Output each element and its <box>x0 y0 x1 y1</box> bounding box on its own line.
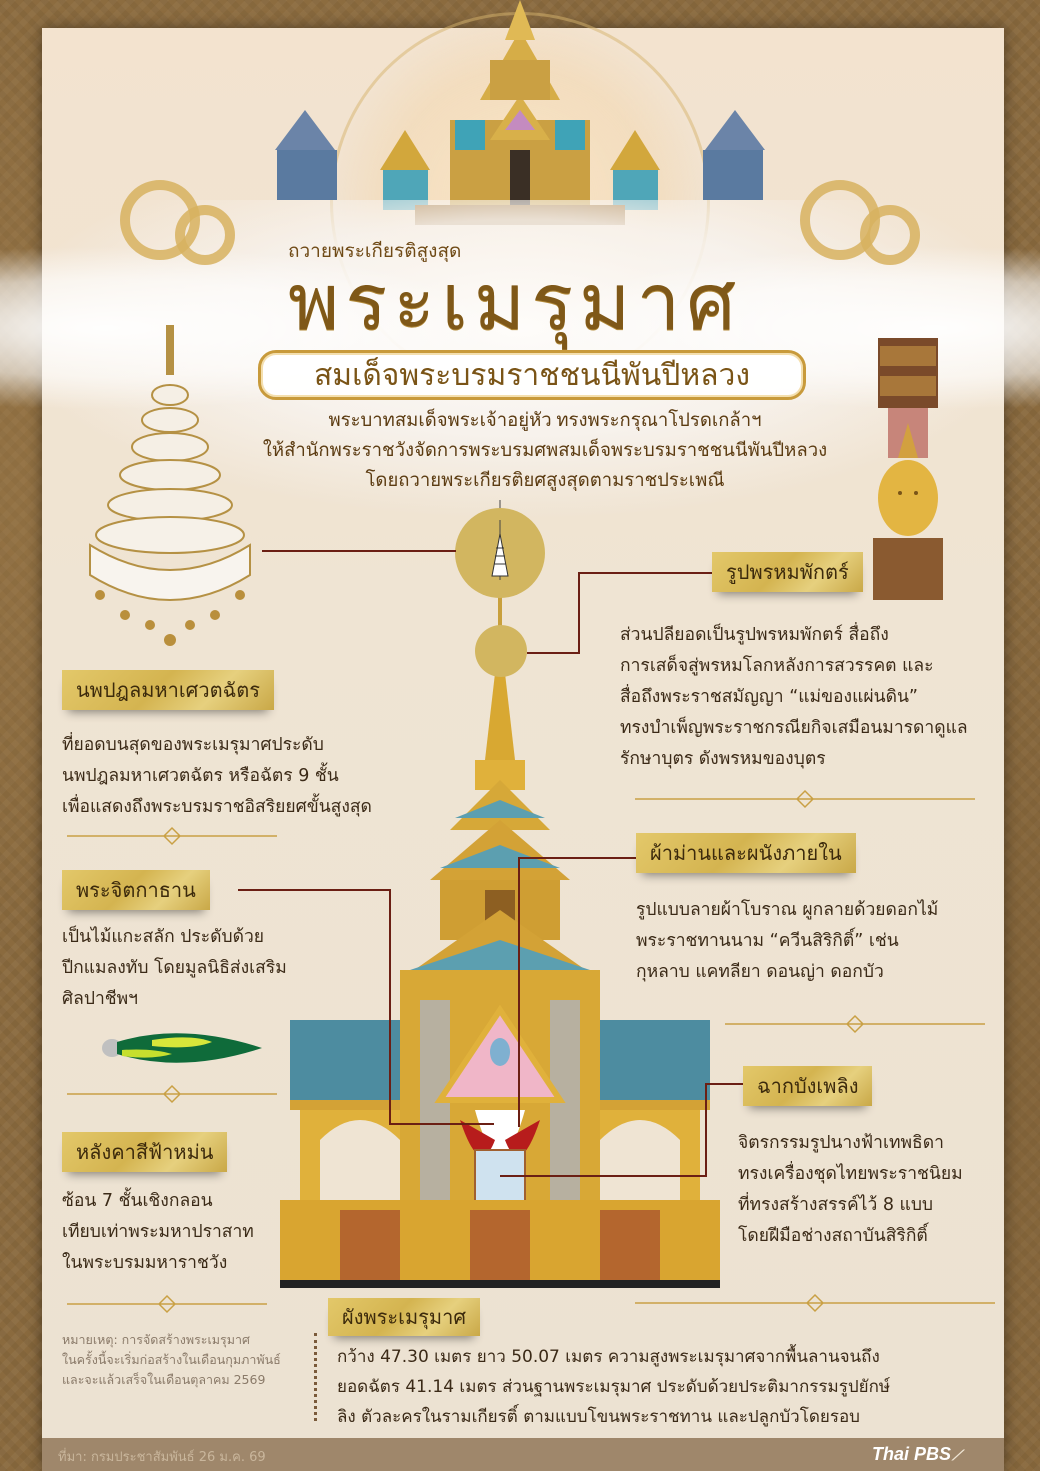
connector-umbrella <box>262 550 456 552</box>
fire-screen-description: จิตรกรรมรูปนางฟ้าเทพธิดา ทรงเครื่องชุดไท… <box>738 1128 963 1252</box>
text-line: ปีกแมลงทับ โดยมูลนิธิส่งเสริม <box>62 958 287 978</box>
connector-brahma-h1 <box>527 652 580 654</box>
crematorium-hero-image <box>275 0 765 225</box>
pyre-description: เป็นไม้แกะสลัก ประดับด้วย ปีกแมลงทับ โดย… <box>62 922 287 1015</box>
connector-curtain-v <box>518 857 520 1127</box>
text-line: เทียบเท่าพระมหาปราสาท <box>62 1222 254 1242</box>
connector-screen-v <box>705 1083 707 1176</box>
subtitle: สมเด็จพระบรมราชชนนีพันปีหลวง <box>313 358 750 392</box>
text-line: ที่ยอดบนสุดของพระเมรุมาศประดับ <box>62 735 324 755</box>
connector-brahma-h2 <box>578 572 713 574</box>
connector-awning-v <box>389 889 391 1125</box>
text-line: ที่ทรงสร้างสรรค์ไว้ 8 แบบ <box>738 1195 934 1215</box>
intro-text: พระบาทสมเด็จพระเจ้าอยู่หัว ทรงพระกรุณาโป… <box>250 406 840 496</box>
brahma-face-image <box>873 338 943 600</box>
text-line: พระราชทานนาม “ควีนสิริกิติ์” เช่น <box>636 931 899 951</box>
label-brahma-face: รูปพรหมพักตร์ <box>712 552 863 592</box>
umbrella-miniature-icon <box>491 520 509 580</box>
connector-brahma-v <box>578 572 580 654</box>
brahma-face-description: ส่วนปลียอดเป็นรูปพรหมพักตร์ สื่อถึง การเ… <box>620 620 968 775</box>
text-line: ยอดฉัตร 41.14 เมตร ส่วนฐานพระเมรุมาศ ประ… <box>337 1377 891 1397</box>
footer-band <box>42 1438 1004 1471</box>
ornament-divider <box>725 1014 985 1034</box>
connector-awning-h2 <box>389 1123 494 1125</box>
text-line: ซ้อน 7 ชั้นเชิงกลอน <box>62 1191 213 1211</box>
ornament-divider <box>67 826 277 846</box>
text-line: รูปแบบลายผ้าโบราณ ผูกลายด้วยดอกไม้ <box>636 900 939 920</box>
text-line: ทรงบำเพ็ญพระราชกรณียกิจเสมือนมารดาดูแล <box>620 718 968 738</box>
page-title: พระเมรุมาศ <box>288 258 742 346</box>
thai-pbs-logo: Thai PBS⟋ <box>872 1444 962 1465</box>
text-line: โดยฝีมือช่างสถาบันสิริกิติ์ <box>738 1226 928 1246</box>
text-line: และจะแล้วเสร็จในเดือนตุลาคม 2569 <box>62 1372 266 1387</box>
label-roof: หลังคาสีฟ้าหม่น <box>62 1132 228 1172</box>
label-umbrella: นพปฎลมหาเศวตฉัตร <box>62 670 274 710</box>
text-line: จิตรกรรมรูปนางฟ้าเทพธิดา <box>738 1133 944 1153</box>
text-line: ทรงเครื่องชุดไทยพระราชนิยม <box>738 1164 963 1184</box>
ornament-divider <box>67 1084 277 1104</box>
source-credit: ที่มา: กรมประชาสัมพันธ์ 26 ม.ค. 69 <box>58 1450 266 1465</box>
roof-description: ซ้อน 7 ชั้นเชิงกลอน เทียบเท่าพระมหาปราสา… <box>62 1186 254 1279</box>
header-kicker: ถวายพระเกียรติสูงสุด <box>288 241 462 262</box>
connector-screen-h <box>705 1083 745 1085</box>
crematorium-elevation-drawing <box>280 500 720 1288</box>
ornament-divider <box>67 1294 267 1314</box>
text-line: รักษาบุตร ดังพรหมของบุตร <box>620 749 826 769</box>
ornament-divider <box>635 1293 995 1313</box>
text-line: หมายเหตุ: การจัดสร้างพระเมรุมาศ <box>62 1332 250 1347</box>
logo-text: Thai PBS <box>872 1444 952 1464</box>
label-fire-screen: ฉากบังเพลิง <box>743 1066 873 1106</box>
text-line: การเสด็จสู่พรหมโลกหลังการสวรรคต และ <box>620 656 934 676</box>
text-line: สื่อถึงพระราชสมัญญา “แม่ของแผ่นดิน” <box>620 687 918 707</box>
text-line: ศิลปาชีพฯ <box>62 989 139 1009</box>
text-line: ลิง ตัวละครในรามเกียรติ์ ตามแบบโขนพระราช… <box>337 1407 860 1427</box>
site-plan-description: กว้าง 47.30 เมตร ยาว 50.07 เมตร ความสูงพ… <box>337 1342 890 1432</box>
connector-screen-h2 <box>500 1175 707 1177</box>
text-line: ในพระบรมมหาราชวัง <box>62 1253 228 1273</box>
label-pyre: พระจิตกาธาน <box>62 870 210 910</box>
connector-curtain-h <box>518 857 638 859</box>
logo-wing-icon: ⟋ <box>952 1447 962 1463</box>
umbrella-description: ที่ยอดบนสุดของพระเมรุมาศประดับ นพปฎลมหาเ… <box>62 730 372 823</box>
text-line: เป็นไม้แกะสลัก ประดับด้วย <box>62 927 265 947</box>
text-line: นพปฎลมหาเศวตฉัตร หรือฉัตร 9 ชั้น <box>62 766 339 786</box>
text-line: กุหลาบ แคทลียา ดอนญ่า ดอกบัว <box>636 962 884 982</box>
intro-line: ให้สำนักพระราชวังจัดการพระบรมศพสมเด็จพระ… <box>262 441 828 461</box>
construction-note: หมายเหตุ: การจัดสร้างพระเมรุมาศ ในครั้งน… <box>62 1330 302 1390</box>
brahma-highlight-circle <box>475 625 527 677</box>
gold-cloud-ornament-right-2 <box>860 205 920 265</box>
label-site-plan: ผังพระเมรุมาศ <box>328 1298 481 1336</box>
dotted-separator <box>314 1333 317 1421</box>
text-line: เพื่อแสดงถึงพระบรมราชอิสริยยศขั้นสูงสุด <box>62 797 372 817</box>
gold-cloud-ornament-left-2 <box>175 205 235 265</box>
connector-awning-h <box>238 889 390 891</box>
curtain-walls-description: รูปแบบลายผ้าโบราณ ผูกลายด้วยดอกไม้ พระรา… <box>636 895 938 988</box>
intro-line: พระบาทสมเด็จพระเจ้าอยู่หัว ทรงพระกรุณาโป… <box>328 411 762 431</box>
subtitle-frame: สมเด็จพระบรมราชชนนีพันปีหลวง <box>258 350 806 400</box>
label-curtain-walls: ผ้าม่านและผนังภายใน <box>636 833 856 873</box>
text-line: ในครั้งนี้จะเริ่มก่อสร้างในเดือนกุมภาพัน… <box>62 1352 281 1367</box>
jewel-beetle-wing-image <box>102 1033 262 1063</box>
text-line: กว้าง 47.30 เมตร ยาว 50.07 เมตร ความสูงพ… <box>337 1347 880 1367</box>
nine-tiered-umbrella-image <box>89 325 251 646</box>
intro-line: โดยถวายพระเกียรติยศสูงสุดตามราชประเพณี <box>365 471 725 491</box>
ornament-divider <box>635 789 975 809</box>
text-line: ส่วนปลียอดเป็นรูปพรหมพักตร์ สื่อถึง <box>620 625 889 645</box>
